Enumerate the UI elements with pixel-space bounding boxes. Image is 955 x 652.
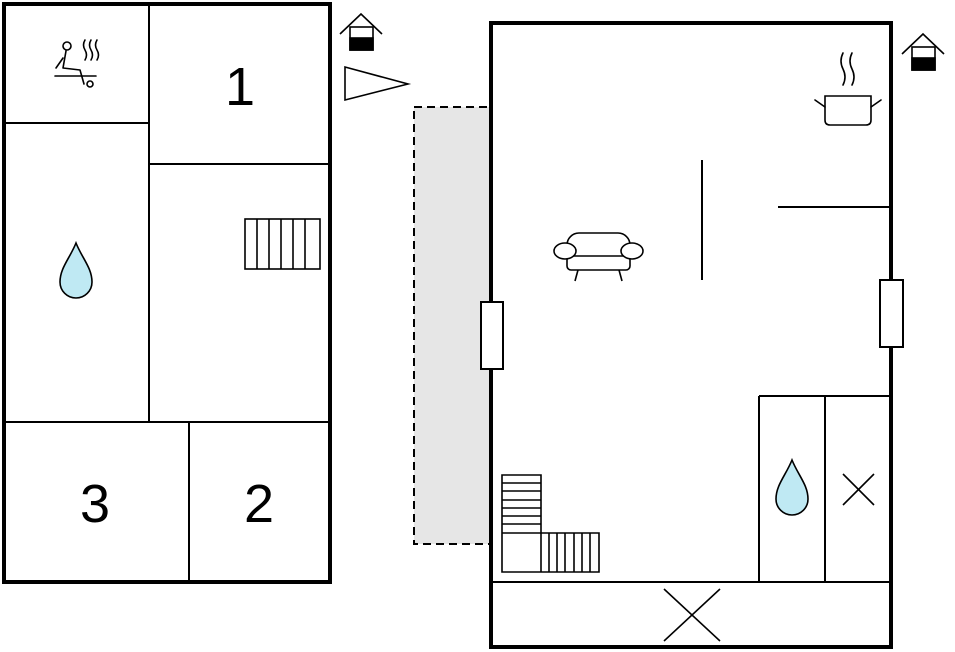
- house-upper-floor-icon: [901, 32, 945, 71]
- house-ground-floor-icon: [339, 12, 383, 51]
- sauna-icon: [54, 39, 100, 88]
- window: [480, 301, 504, 370]
- left-floor: 1 2 3: [2, 2, 332, 584]
- cross-icon: [842, 473, 875, 506]
- window: [879, 279, 904, 348]
- room-label-2: 2: [244, 474, 274, 534]
- sofa-icon: [553, 232, 644, 282]
- cross-icon: [663, 588, 721, 642]
- staircase-icon: [501, 474, 600, 573]
- water-drop-icon: [775, 457, 809, 516]
- right-floor: [480, 21, 904, 649]
- cooking-pot-icon: [814, 52, 882, 126]
- left-floor-outline: [2, 2, 332, 584]
- room-label-1: 1: [225, 57, 255, 117]
- terrace: [413, 106, 491, 545]
- water-drop-icon: [59, 240, 93, 299]
- staircase-icon: [244, 218, 321, 270]
- room-label-3: 3: [80, 474, 110, 534]
- compass-arrow-icon: [344, 65, 412, 102]
